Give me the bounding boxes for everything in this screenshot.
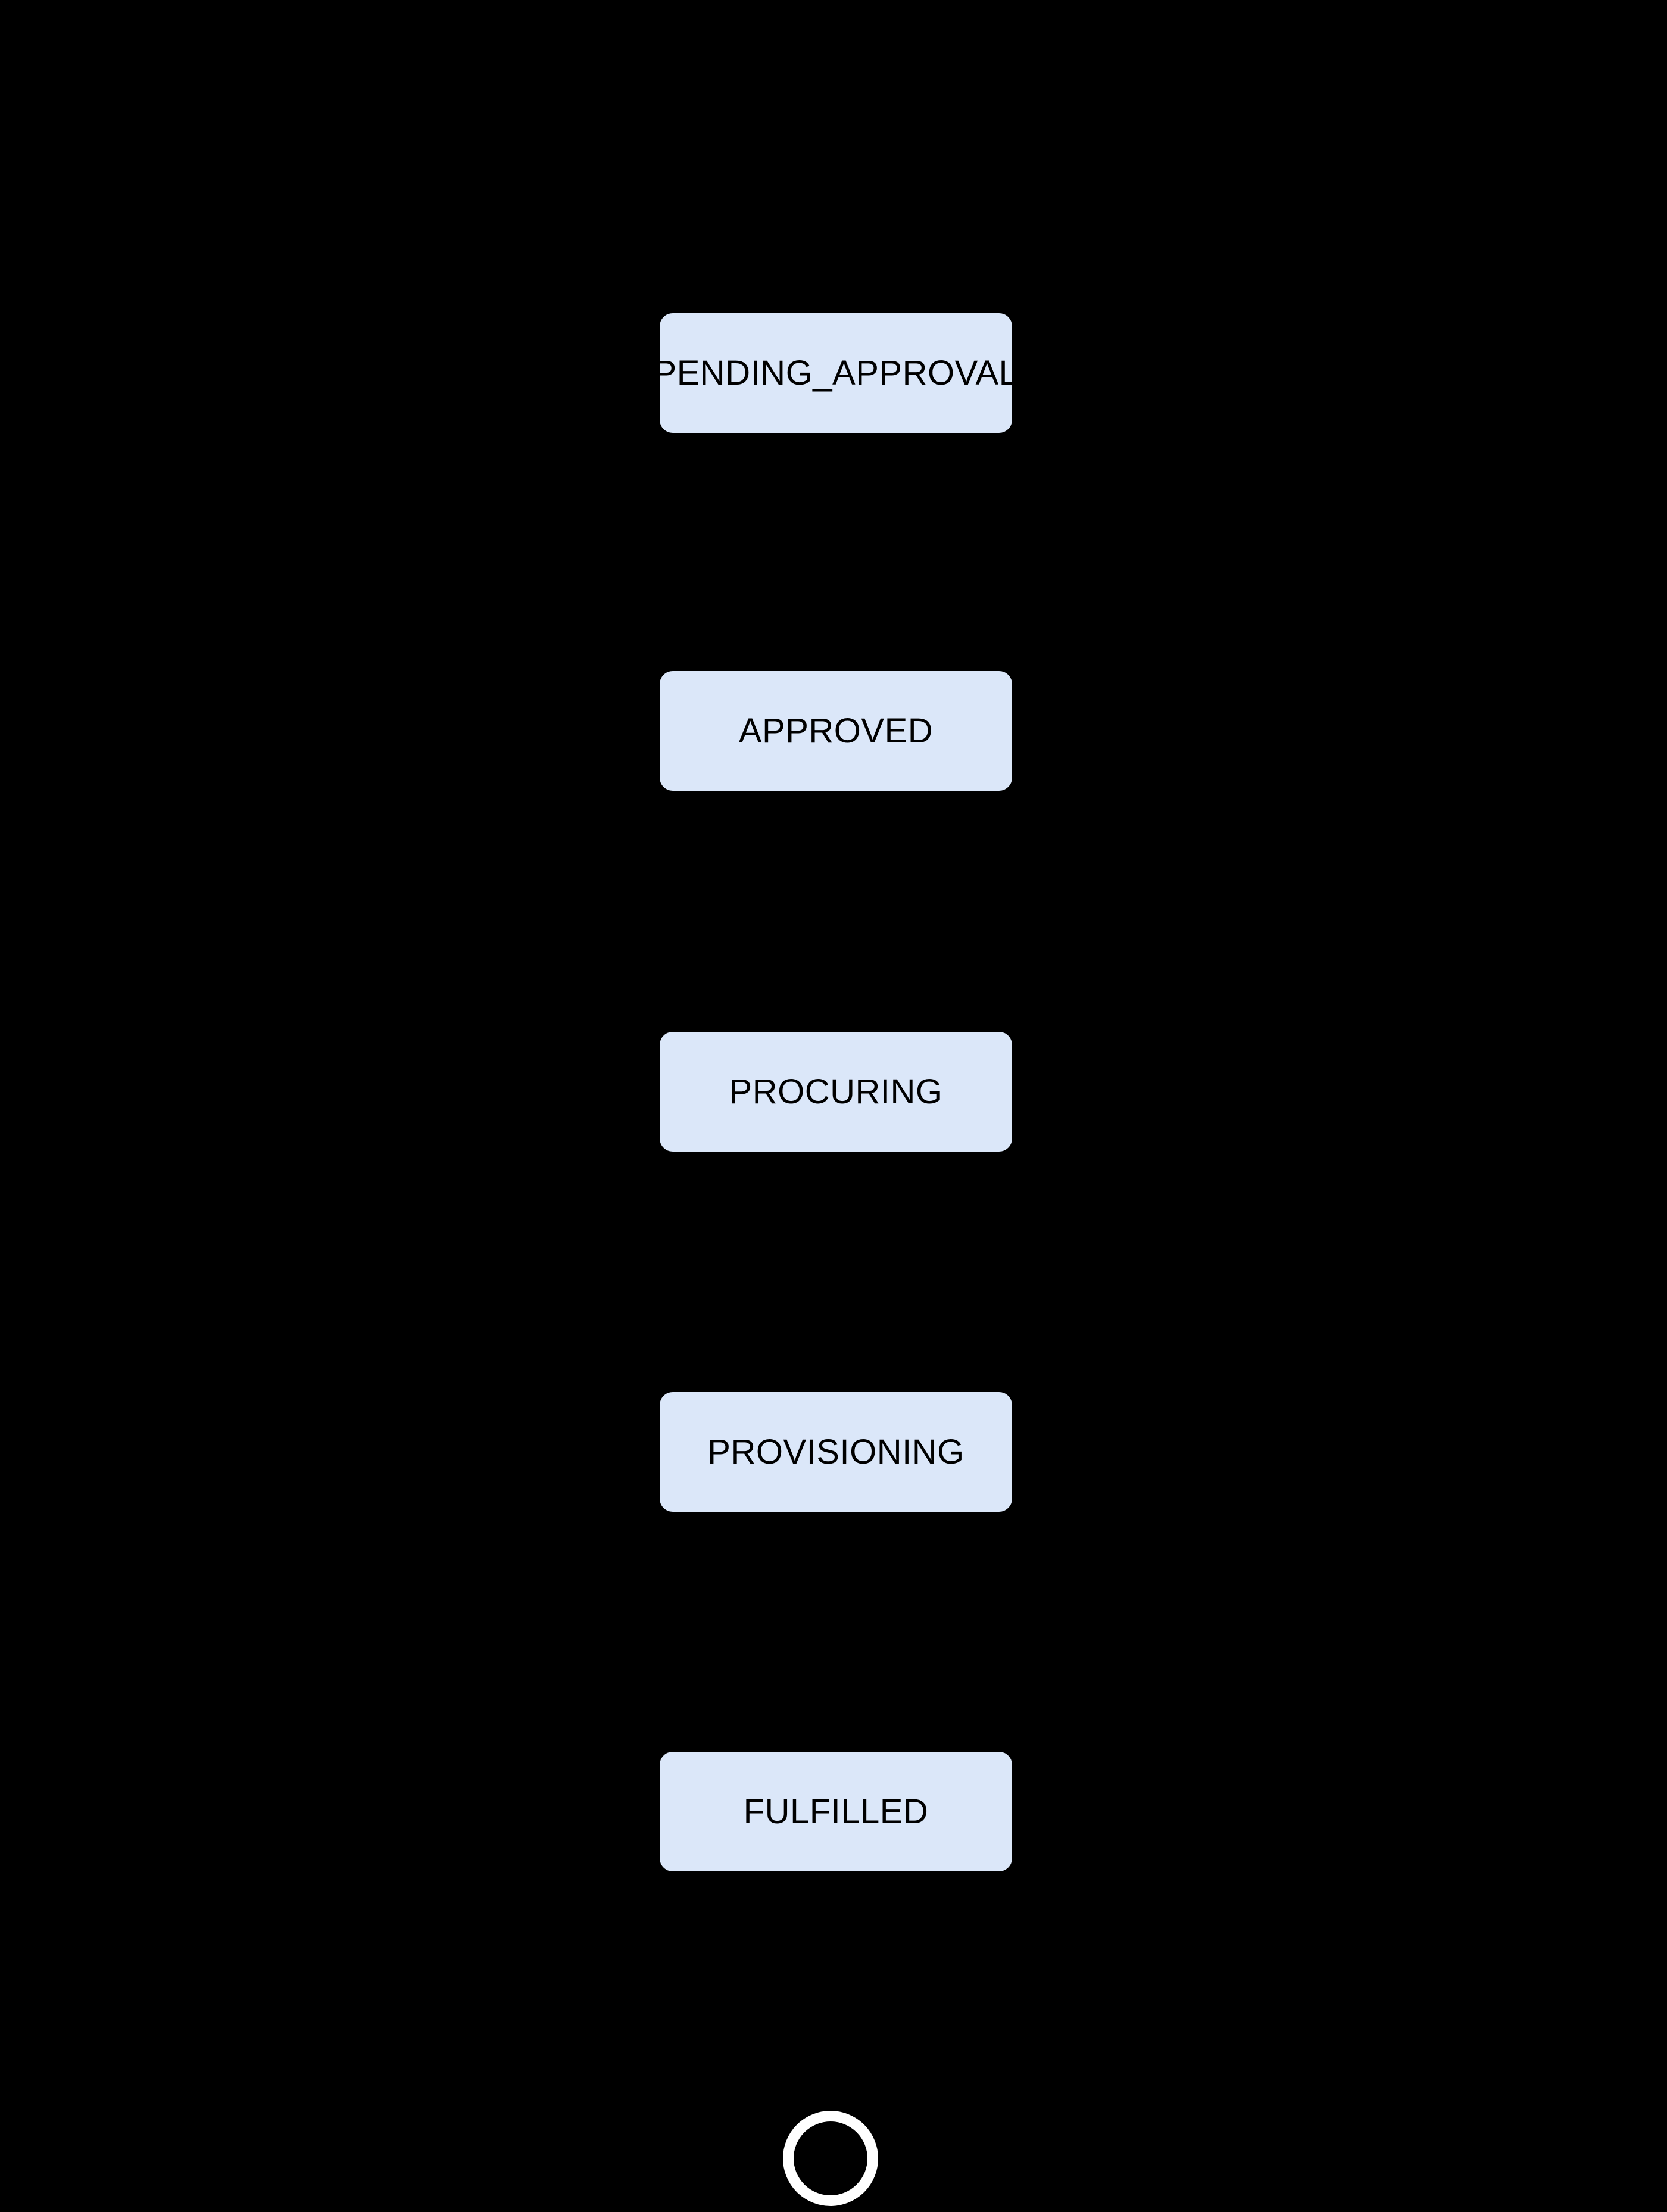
state-node-procuring[interactable]: PROCURING — [660, 1032, 1012, 1152]
state-node-label: PROVISIONING — [707, 1432, 964, 1471]
state-node-pending-approval[interactable]: PENDING_APPROVAL — [654, 313, 1018, 433]
state-node-label: APPROVED — [738, 711, 934, 750]
state-node-label: PENDING_APPROVAL — [653, 353, 1019, 392]
state-node-approved[interactable]: APPROVED — [660, 671, 1012, 791]
end-state-ring-icon — [783, 2111, 878, 2206]
state-node-fulfilled[interactable]: FULFILLED — [660, 1752, 1012, 1871]
state-node-label: PROCURING — [729, 1072, 943, 1111]
state-node-provisioning[interactable]: PROVISIONING — [660, 1392, 1012, 1512]
state-node-label: FULFILLED — [743, 1792, 929, 1831]
